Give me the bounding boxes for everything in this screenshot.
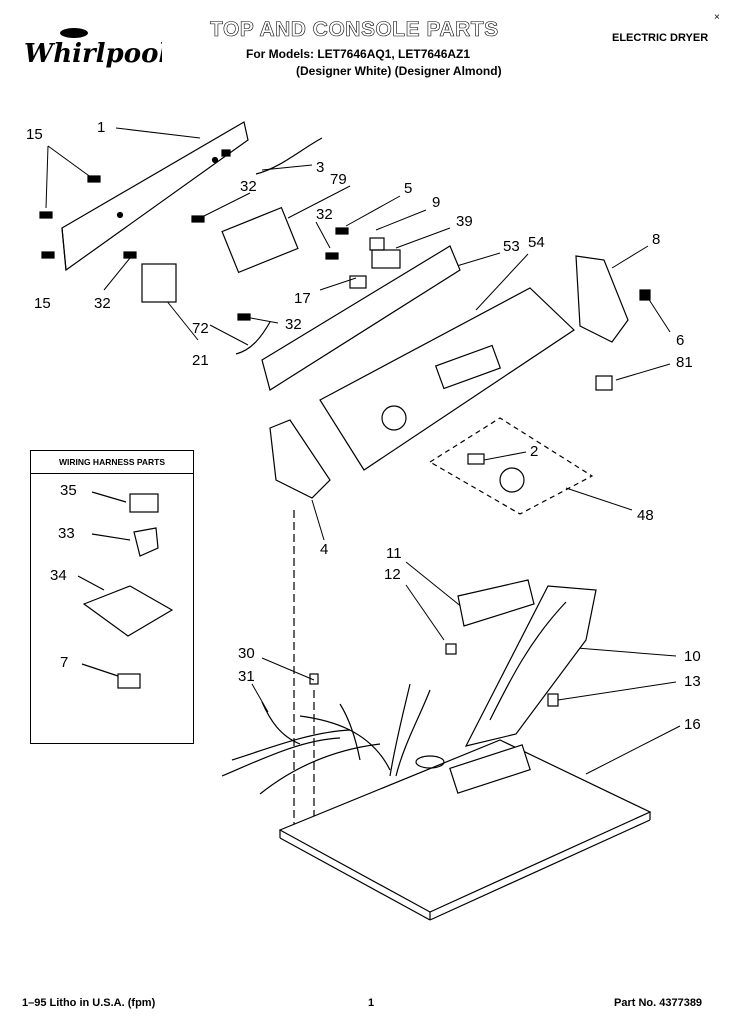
callout-2: 2 [530,443,539,460]
svg-text:×: × [714,12,720,23]
screws [39,175,651,321]
wiring-harness-box: WIRING HARNESS PARTS [30,450,194,744]
page-title: TOP AND CONSOLE PARTS [210,18,499,42]
callout-81: 81 [676,354,693,371]
whirlpool-logo: Whirlpool [22,26,168,79]
push-switch-79 [221,206,299,274]
wire-72 [235,321,271,355]
callout-5: 5 [404,180,413,197]
callout-32-a: 32 [240,178,257,195]
callout-32-b: 32 [316,206,333,223]
brand-text: Whirlpool [24,39,162,69]
part-13 [547,693,559,707]
knob-area-48 [428,417,594,515]
bracket-11 [457,579,535,627]
callout-39: 39 [456,213,473,230]
harness-trace [489,601,567,721]
callout-34: 34 [50,567,67,584]
callout-13: 13 [684,673,701,690]
callout-33: 33 [58,525,75,542]
end-cap-8 [575,255,629,343]
callout-15-top: 15 [26,126,43,143]
product-type: ELECTRIC DRYER [612,32,709,44]
footer-part-number: Part No. 4377389 [614,997,703,1009]
bracket-53 [261,245,461,391]
top-opening [415,755,445,769]
callout-12: 12 [384,566,401,583]
models-line: For Models: LET7646AQ1, LET7646AZ1 [246,47,471,61]
knob [499,467,525,493]
callout-72: 72 [192,320,209,337]
timer-21 [141,263,177,303]
part-33 [133,527,159,557]
part-34 [82,585,174,637]
part-81 [595,375,613,391]
callout-15-bottom: 15 [34,295,51,312]
callout-17: 17 [294,290,311,307]
wire-harness-10 [464,585,597,747]
part-2 [467,453,485,465]
part-39 [371,249,401,269]
callout-30: 30 [238,645,255,662]
part-9 [369,237,385,251]
callout-35: 35 [60,482,77,499]
wiring-box-parts [77,491,174,689]
control-panel-plate [61,121,249,272]
callout-31: 31 [238,668,255,685]
part-7 [117,673,141,689]
callout-10: 10 [684,648,701,665]
callout-54: 54 [528,234,545,251]
logo-mark-icon: Whirlpool [24,28,168,69]
wire-3 [255,137,323,175]
part-35 [129,493,159,513]
callout-32-d: 32 [285,316,302,333]
part-30 [309,673,319,685]
wiring-harness-title: WIRING HARNESS PARTS [31,451,193,474]
footer-litho: 1–95 Litho in U.S.A. (fpm) [22,997,156,1009]
callout-11: 11 [386,545,402,562]
callout-7: 7 [60,654,69,671]
callout-1: 1 [97,119,106,136]
callout-9: 9 [432,194,441,211]
wiring-bundle-31 [221,683,431,795]
console-54 [319,287,575,471]
end-cap-4 [269,419,331,499]
callout-4: 4 [320,541,329,558]
callout-8: 8 [652,231,661,248]
callout-79: 79 [330,171,347,188]
callout-53: 53 [503,238,520,255]
callout-6: 6 [676,332,685,349]
variants-line: (Designer White) (Designer Almond) [296,64,502,78]
lint-opening [449,744,531,794]
callout-21: 21 [192,352,209,369]
callout-48: 48 [637,507,654,524]
footer-page-number: 1 [368,997,375,1009]
part-12 [445,643,457,655]
callout-16: 16 [684,716,701,733]
callout-3: 3 [316,159,325,176]
callout-32-c: 32 [94,295,111,312]
part-17 [349,275,367,289]
